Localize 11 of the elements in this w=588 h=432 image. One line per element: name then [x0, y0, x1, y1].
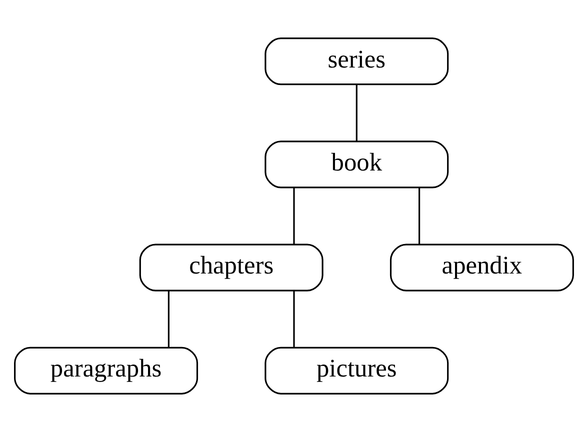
node-box: chapters: [139, 244, 324, 292]
connector: [356, 84, 358, 142]
node-box: pictures: [264, 346, 449, 394]
connector: [168, 290, 170, 348]
node-box: paragraphs: [14, 346, 198, 394]
connector: [293, 188, 295, 244]
node-box: series: [264, 38, 449, 86]
connector: [293, 290, 295, 348]
node-box: apendix: [390, 244, 574, 292]
connector: [418, 188, 420, 244]
node-box: book: [264, 140, 449, 188]
